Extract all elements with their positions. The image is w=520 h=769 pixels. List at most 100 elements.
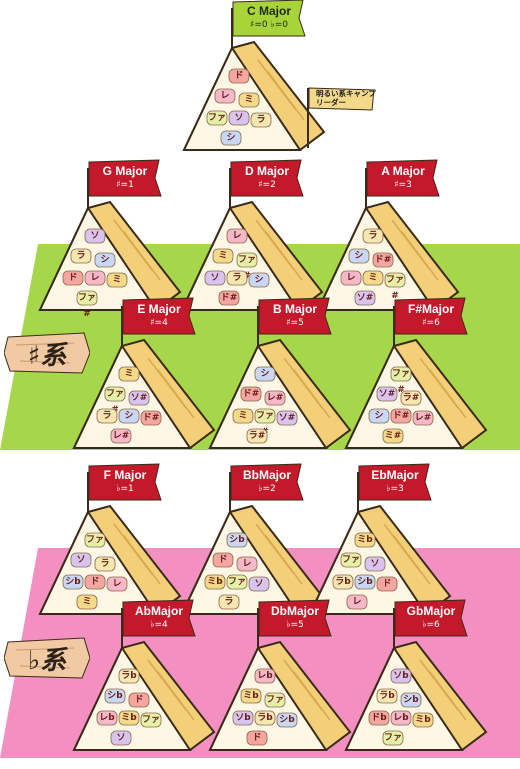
key-flag: F Major♭=1 [88, 463, 162, 502]
note-chip-label: ラ [102, 411, 112, 421]
note-chip: ソ# [376, 386, 398, 402]
note-chip-label: ミb [207, 577, 223, 587]
note-chip-label: ミ [368, 273, 378, 283]
note-chip: ソb [390, 668, 412, 684]
note-chip-label: ミ [238, 411, 248, 421]
note-chip: ド [212, 552, 234, 568]
key-flag: G Major♯=1 [88, 159, 162, 198]
note-chip-label: ミ [82, 597, 92, 607]
note-chip-label: シ [354, 251, 364, 261]
note-chip-label: シb [357, 577, 373, 587]
note-chip-label: レb [393, 713, 409, 723]
note-chip: ラb [254, 710, 276, 726]
note-chip: シ [368, 408, 390, 424]
key-name: EbMajor [371, 468, 419, 482]
key-name: G Major [102, 164, 148, 178]
note-chip-label: レ [346, 273, 356, 283]
note-chip-label: レ [352, 597, 362, 607]
note-chip: ミ [118, 366, 140, 382]
note-chip-label: ファ# [385, 275, 404, 301]
note-chip-label: レ [232, 231, 242, 241]
note-chip: ラ# [400, 390, 422, 406]
note-chip-label: ソ [370, 559, 380, 569]
note-chip: ラb [332, 574, 354, 590]
note-chip-label: シ [254, 275, 264, 285]
note-chip: ソ# [276, 410, 298, 426]
note-chip-label: ソ [234, 113, 244, 123]
note-chip-label: ソ [116, 733, 126, 743]
note-chip-label: ド [218, 555, 228, 565]
key-flag: AbMajor♭=4 [122, 599, 196, 638]
note-chip: ラ [96, 408, 118, 424]
note-chip: ファ# [254, 408, 276, 437]
note-chip: シb [400, 692, 422, 708]
key-accidentals: ♭=5 [286, 620, 304, 630]
note-chip-label: ラb [335, 577, 351, 587]
key-name: C Major [246, 4, 291, 18]
note-chip-label: ド# [374, 255, 392, 265]
key-name: GbMajor [406, 604, 456, 618]
note-chip: ファ# [390, 366, 412, 395]
note-chip: レb [254, 668, 276, 684]
note-chip: ファ [226, 574, 248, 590]
note-chip: ファ [264, 692, 286, 708]
note-chip-label: ソ [254, 579, 264, 589]
leader-note-line1: 明るい系キャンプ [316, 89, 376, 98]
note-chip: レ# [412, 410, 434, 426]
key-name: F#Major [407, 302, 454, 316]
note-chip-label: ラb [121, 671, 137, 681]
key-accidentals: ♯=2 [258, 180, 276, 190]
note-chip-label: ファ [207, 113, 226, 123]
note-chip: レb [390, 710, 412, 726]
note-chip-label: シb [279, 715, 295, 725]
note-chip: ファ [206, 110, 228, 126]
note-chip: ド# [372, 252, 394, 268]
sharp-section-label: ♯系 [4, 331, 90, 375]
key-flag: E Major ♯=4 [122, 297, 196, 336]
note-chip-label: シ [124, 411, 134, 421]
key-flag: B Major♯=5 [258, 297, 332, 336]
note-chip-label: ド# [392, 411, 410, 421]
note-chip: ラ [94, 556, 116, 572]
note-chip-label: ド [382, 579, 392, 589]
note-chip-label: レ# [112, 431, 130, 441]
key-name: E Major [137, 302, 181, 316]
note-chip: ラb [376, 688, 398, 704]
key-accidentals: ♯=0 ♭=0 [250, 20, 288, 30]
key-flag: EbMajor ♭=3 [358, 463, 432, 502]
note-chip: ファ# [104, 386, 126, 415]
note-chip: ミb [354, 532, 376, 548]
note-chip-label: ド [234, 71, 244, 81]
note-chip: ソ [110, 730, 132, 746]
note-chip-label: ド [252, 733, 262, 743]
note-chip: シb [354, 574, 376, 590]
key-accidentals: ♯=4 [150, 318, 168, 328]
note-chip-label: ソ [76, 555, 86, 565]
note-chip: ファ [140, 712, 162, 728]
note-chip-label: シ [100, 255, 110, 265]
key-accidentals: ♯=3 [394, 180, 412, 190]
note-chip-label: ミb [357, 535, 373, 545]
key-accidentals: ♯=6 [422, 318, 440, 328]
key-name: B Major [272, 302, 317, 316]
note-chip: ラ [362, 228, 384, 244]
note-chip: ファ [382, 730, 404, 746]
note-chip: レ [346, 594, 368, 610]
note-chip: ミ [362, 270, 384, 286]
note-chip: ソ [364, 556, 386, 572]
key-accidentals: ♭=3 [386, 484, 404, 494]
note-chip-label: ミb [121, 713, 137, 723]
note-chip-label: ソb [393, 671, 409, 681]
note-chip-label: ファ [341, 555, 360, 565]
note-chip: シ [94, 252, 116, 268]
note-chip-label: ファ [85, 535, 104, 545]
note-chip-label: ソ# [356, 293, 374, 303]
note-chip-label: レ [242, 559, 252, 569]
note-chip-label: シ [374, 411, 384, 421]
note-chip-label: ファ# [105, 389, 124, 415]
note-chip-label: ファ [227, 577, 246, 587]
